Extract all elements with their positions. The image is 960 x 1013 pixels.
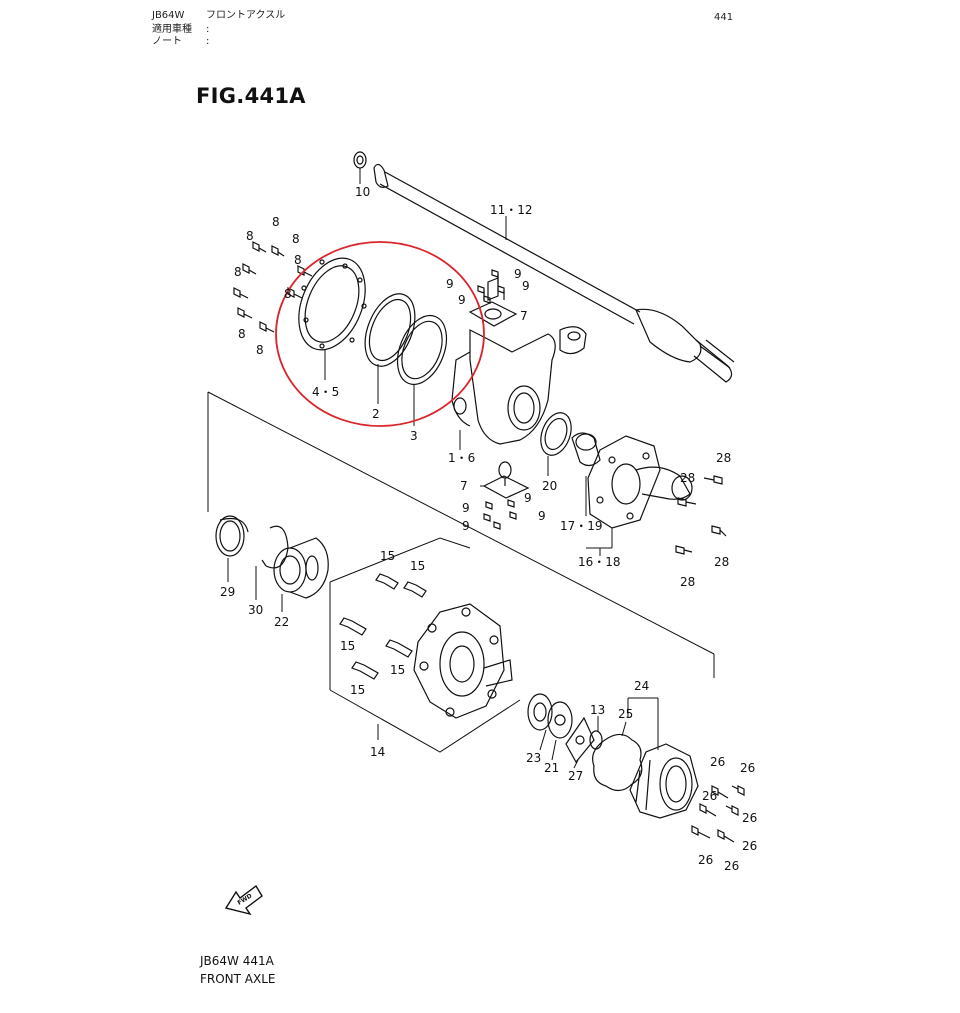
part-label-9e: 9 — [524, 491, 532, 505]
part-label-13: 13 — [590, 703, 605, 717]
part-label-11-12: 11・12 — [490, 203, 533, 217]
hub-bolt-set-26-drawing — [691, 785, 745, 843]
fwd-arrow-icon: FWD — [224, 884, 263, 916]
bolt-set-9-upper-drawing — [477, 269, 505, 304]
axle-shaft-drawing — [353, 151, 735, 383]
gasket-25-drawing — [592, 733, 643, 792]
assembly-frame — [207, 391, 715, 678]
part-label-8g: 8 — [238, 327, 246, 341]
part-label-15c: 15 — [340, 639, 355, 653]
washer-21-drawing — [547, 701, 573, 739]
seal-plate-drawing — [298, 257, 367, 351]
part-label-3: 3 — [410, 429, 418, 443]
part-label-26g: 26 — [724, 859, 739, 873]
part-label-10: 10 — [355, 185, 370, 199]
part-label-16-18: 16・18 — [578, 555, 621, 569]
oil-seal-29-drawing — [215, 515, 249, 557]
part-label-22: 22 — [274, 615, 289, 629]
part-label-8h: 8 — [256, 343, 264, 357]
part-label-30: 30 — [248, 603, 263, 617]
part-label-17-19: 17・19 — [560, 519, 603, 533]
part-label-8f: 8 — [284, 287, 292, 301]
header-applicable-models-label: 適用車種 — [152, 24, 192, 35]
footer-name: FRONT AXLE — [200, 972, 276, 986]
part-label-8a: 8 — [272, 215, 280, 229]
free-wheel-hub-24-drawing — [629, 743, 699, 819]
part-label-28c: 28 — [714, 555, 729, 569]
part-label-24: 24 — [634, 679, 649, 693]
part-label-20: 20 — [542, 479, 557, 493]
part-label-1-6: 1・6 — [448, 451, 475, 465]
part-label-25: 25 — [618, 707, 633, 721]
seal-ring-3-drawing — [396, 315, 448, 385]
leader-lines — [227, 168, 659, 769]
oil-seal-20-drawing — [540, 412, 572, 456]
spacer-23-drawing — [527, 693, 553, 731]
header-page-number: 441 — [714, 12, 734, 23]
part-label-9a: 9 — [514, 267, 522, 281]
part-label-28d: 28 — [680, 575, 695, 589]
circlip-13-drawing — [589, 730, 603, 750]
part-label-15b: 15 — [410, 559, 425, 573]
part-label-15a: 15 — [380, 549, 395, 563]
part-label-9h: 9 — [462, 519, 470, 533]
part-label-7-upper: 7 — [520, 309, 528, 323]
part-label-9b: 9 — [446, 277, 454, 291]
bolt-set-9-lower-drawing — [483, 499, 517, 530]
part-label-15d: 15 — [390, 663, 405, 677]
header-model: JB64W — [152, 10, 185, 21]
part-label-26e: 26 — [742, 839, 757, 853]
part-label-28a: 28 — [716, 451, 731, 465]
figure-title: FIG.441A — [196, 84, 306, 108]
header-section: フロントアクスル — [206, 10, 286, 21]
header-applicable-models-sep: : — [206, 24, 210, 35]
part-label-21: 21 — [544, 761, 559, 775]
part-label-15e: 15 — [350, 683, 365, 697]
hub-bolt-set-15-drawing — [339, 573, 427, 680]
part-label-2: 2 — [372, 407, 380, 421]
part-label-14: 14 — [370, 745, 385, 759]
part-label-8c: 8 — [292, 232, 300, 246]
part-label-8e: 8 — [234, 265, 242, 279]
part-label-28b: 28 — [680, 471, 695, 485]
steering-knuckle-drawing — [451, 277, 587, 499]
wheel-bearing-22-drawing — [273, 537, 329, 599]
part-label-26f: 26 — [698, 853, 713, 867]
header-notes-sep: : — [206, 36, 210, 47]
header-notes-label: ノート — [152, 36, 182, 47]
footer-code: JB64W 441A — [200, 954, 274, 968]
part-label-9f: 9 — [462, 501, 470, 515]
part-label-26a: 26 — [710, 755, 725, 769]
part-label-27: 27 — [568, 769, 583, 783]
spindle-drawing — [587, 435, 693, 529]
bolt-set-8-drawing — [233, 241, 313, 333]
part-number-labels: 10 11・12 8 8 8 8 8 8 8 8 9 9 9 9 7 4・5 2… — [220, 185, 757, 873]
highlight-circle — [275, 241, 485, 427]
part-label-4-5: 4・5 — [312, 385, 339, 399]
wheel-hub-drawing — [413, 603, 513, 719]
bush-drawing — [571, 432, 601, 467]
part-label-26c: 26 — [702, 789, 717, 803]
part-label-9g: 9 — [538, 509, 546, 523]
part-label-29: 29 — [220, 585, 235, 599]
part-label-7-lower: 7 — [460, 479, 468, 493]
part-label-26d: 26 — [742, 811, 757, 825]
part-label-9d: 9 — [458, 293, 466, 307]
seal-ring-2-drawing — [364, 293, 416, 367]
part-label-26b: 26 — [740, 761, 755, 775]
part-label-23: 23 — [526, 751, 541, 765]
part-label-8b: 8 — [246, 229, 254, 243]
part-label-9c: 9 — [522, 279, 530, 293]
lock-washer-27-drawing — [565, 716, 595, 764]
bolt-set-28-drawing — [675, 475, 727, 555]
part-label-8d: 8 — [294, 253, 302, 267]
